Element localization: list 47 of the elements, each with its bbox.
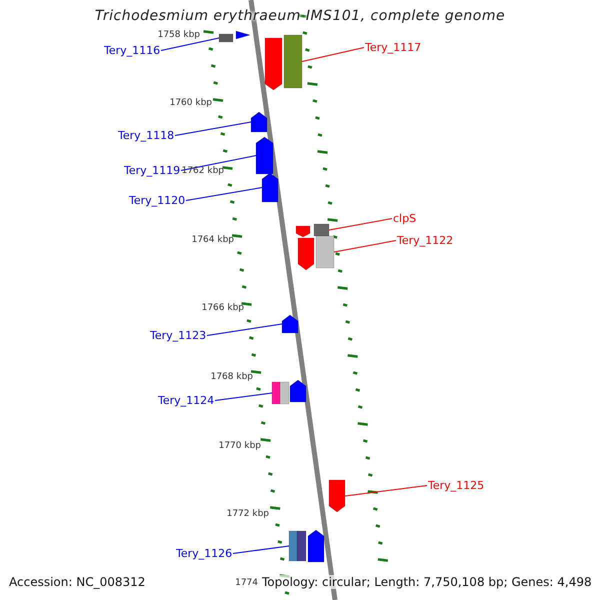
leader-line [334,240,396,252]
footer-text: Accession: NC_008312 [9,575,146,589]
scale-label: 1772 kbp [226,509,269,520]
leader-line [344,485,428,496]
gene-label: Tery_1126 [176,547,232,560]
gene-feature [265,38,282,90]
gene-label: Tery_1120 [129,194,186,207]
scale-label: 1770 kbp [218,441,261,452]
leader-line [174,122,252,136]
gene-feature [262,173,278,202]
gene-feature [329,480,345,512]
gene-feature [290,380,306,402]
leader-line [328,218,392,230]
gene-block [280,382,289,404]
gene-block [316,236,334,268]
scale-label: 1766 kbp [202,303,244,314]
scale-label: 1774 [235,578,258,589]
gene-feature [256,137,273,174]
footer-text: Topology: circular; Length: 7,750,108 bp; Genes: 4,498 [262,575,592,589]
scale-label: 1758 kbp [158,30,200,41]
gene-label: Tery_1116 [104,44,160,57]
gene-block [272,382,280,404]
gene-block [314,224,329,236]
leader-line [302,47,364,62]
leader-line [160,38,220,51]
gene-label: Tery_1122 [397,234,454,247]
gene-label: Tery_1125 [428,479,484,492]
leader-line [186,187,262,201]
scale-label: 1764 kbp [192,235,234,246]
scale-label: 1762 kbp [182,166,224,177]
leader-line [206,324,282,336]
scale-label: 1768 kbp [210,372,253,383]
gene-label: Tery_1118 [118,129,174,142]
gene-label: Tery_1117 [365,41,422,54]
leader-line [180,155,256,171]
gene-label: Tery_1123 [150,329,206,342]
gene-feature [282,315,298,333]
gene-block [284,35,302,88]
gene-label: Tery_1119 [124,164,180,177]
gene-feature [308,530,324,562]
gene-feature [251,112,267,132]
scale-label: 1760 kbp [170,98,212,109]
gene-block [297,531,306,561]
gene-feature [236,31,250,39]
gene-label: Tery_1124 [158,394,214,407]
gene-block [219,34,233,42]
gene-label: clpS [393,212,416,225]
